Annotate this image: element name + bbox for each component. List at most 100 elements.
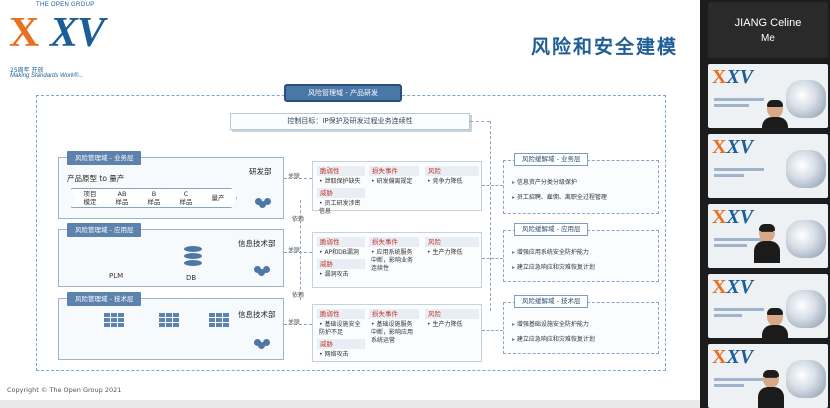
mitigation-item: 建立应急响应和灾难恢复计划	[512, 334, 595, 343]
vulnerability-column: 脆弱性 • AP和DB漏洞 威胁 • 漏洞攻击	[317, 237, 365, 279]
technical-layer-tag: 风险管理域 - 技术层	[67, 292, 142, 306]
participant-video-tile[interactable]: XXV	[708, 344, 828, 408]
process-step: 量产	[199, 188, 237, 208]
participant-video-tile[interactable]: XXV	[708, 134, 828, 198]
slide-title: 风险和安全建模	[530, 36, 678, 58]
risk-column: 风险 • 竞争力降低	[425, 166, 479, 186]
risk-header: 风险	[425, 166, 479, 176]
slide-lines	[714, 378, 764, 390]
vulnerability-header: 脆弱性	[317, 309, 365, 319]
crystal-image	[786, 290, 826, 328]
mini-logo: XXV	[712, 206, 754, 228]
mitigation-item: 建立应急响应和灾难恢复计划	[512, 262, 595, 271]
vulnerability-header: 脆弱性	[317, 237, 365, 247]
crystal-image	[786, 220, 826, 258]
database-icon	[184, 246, 202, 266]
mini-logo: XXV	[712, 66, 754, 88]
mitigation-business-tag: 风险缓解域 - 业务层	[514, 153, 589, 166]
mini-logo: XXV	[712, 346, 754, 368]
participant-avatar	[762, 308, 788, 338]
participant-avatar	[754, 224, 780, 263]
process-title: 产品原型 to 量产	[67, 174, 125, 183]
domain-pill: 风险管理域 - 产品研发	[284, 84, 402, 102]
mitigation-line	[482, 330, 503, 331]
risk-row: 脆弱性 • 基础设施安全防护不足 威胁 • 网络攻击 损失事件 • 基础设施服务…	[312, 304, 482, 362]
logo-org-text: THE OPEN GROUP	[36, 2, 95, 8]
application-layer-panel: 风险管理域 - 应用层 PLM DB 信息技术部	[58, 223, 284, 287]
threat-header: 威胁	[317, 339, 365, 349]
logo-x-mark: X	[9, 10, 40, 56]
relation-label: 关联	[288, 173, 301, 180]
mitigation-line	[482, 185, 503, 186]
loss-event-header: 损失事件	[369, 166, 419, 176]
technical-layer-panel: 风险管理域 - 技术层 信息技术部	[58, 292, 284, 360]
loss-event-column: 损失事件 • 应用系统服务中断，影响业务连续性	[369, 237, 419, 273]
crystal-image	[786, 80, 826, 118]
mitigation-technical-tag: 风险缓解域 - 技术层	[514, 295, 589, 308]
server-grid-icon	[209, 313, 229, 327]
mitigation-item: 增强应用系统安全防护能力	[512, 247, 589, 256]
it-dept-label: 信息技术部	[238, 239, 276, 248]
participant-avatar	[758, 370, 784, 408]
threat-header: 威胁	[317, 259, 365, 269]
xxv-logo: THE OPEN GROUP X XV 25周年 开放 Making Stand…	[6, 2, 116, 82]
relation-label: 关联	[288, 319, 301, 326]
dependency-label: 依赖	[292, 216, 305, 223]
goal-connector	[470, 121, 490, 122]
risk-header: 风险	[425, 237, 479, 247]
server-grid-icon	[159, 313, 179, 327]
logo-xv-mark: XV	[50, 10, 105, 56]
slide-lines	[714, 238, 764, 250]
threat-text: • 员工研发涉密信息	[319, 200, 361, 215]
slide-lines	[714, 168, 764, 180]
slide-bottom-bar	[0, 400, 700, 408]
relation-line	[284, 324, 312, 325]
people-icon	[254, 339, 270, 349]
risk-row: 脆弱性 • 泄取保护缺失 威胁 • 员工研发涉密信息 损失事件 • 研发偏离规定…	[312, 161, 482, 215]
db-label: DB	[186, 274, 197, 282]
process-step: 项目 模定	[71, 188, 109, 208]
logo-tagline: Making Standards Work®...	[10, 73, 84, 79]
self-subtitle: Me	[761, 33, 775, 44]
business-layer-panel: 风险管理域 - 业务层 产品原型 to 量产 项目 模定 AB 样品 B 样品 …	[58, 151, 284, 219]
risk-header: 风险	[425, 309, 479, 319]
loss-event-column: 损失事件 • 研发偏离规定	[369, 166, 419, 186]
risk-text: • 生产力降低	[427, 249, 463, 256]
goal-vconnector	[490, 121, 491, 311]
crystal-image	[786, 150, 826, 188]
relation-line	[284, 178, 312, 179]
process-step: B 样品	[135, 188, 173, 208]
relation-label: 关联	[288, 247, 301, 254]
server-grid-icon	[104, 313, 124, 327]
self-video-tile[interactable]: JIANG Celine Me	[708, 2, 828, 58]
risk-row: 脆弱性 • AP和DB漏洞 威胁 • 漏洞攻击 损失事件 • 应用系统服务中断，…	[312, 232, 482, 288]
self-name: JIANG Celine	[734, 17, 802, 29]
mitigation-line	[482, 258, 503, 259]
mitigation-application-panel: 风险缓解域 - 应用层 增强应用系统安全防护能力 建立应急响应和灾难恢复计划	[503, 223, 659, 282]
process-step: C 样品	[167, 188, 205, 208]
people-icon	[255, 198, 271, 208]
threat-text: • 网络攻击	[319, 351, 349, 358]
vulnerability-header: 脆弱性	[317, 166, 365, 176]
mitigation-item: 员工招聘、雇佣、离职全过程管理	[512, 192, 607, 201]
dependency-line	[300, 200, 301, 300]
vulnerability-column: 脆弱性 • 泄取保护缺失 威胁 • 员工研发涉密信息	[317, 166, 365, 216]
control-goal-box: 控制目标：IP保护及研发过程业务连续性	[230, 113, 470, 130]
participant-video-tile[interactable]: XXV	[708, 204, 828, 268]
loss-event-column: 损失事件 • 基础设施服务中断，影响应用系统运营	[369, 309, 419, 345]
participant-avatar	[762, 100, 788, 128]
loss-event-text: • 基础设施服务中断，影响应用系统运营	[371, 321, 414, 344]
loss-event-header: 损失事件	[369, 309, 419, 319]
mitigation-item: 信息资产分类分级保护	[512, 177, 577, 186]
process-step: AB 样品	[103, 188, 141, 208]
vulnerability-column: 脆弱性 • 基础设施安全防护不足 威胁 • 网络攻击	[317, 309, 365, 359]
dependency-label: 依赖	[292, 292, 305, 299]
participant-video-tile[interactable]: XXV	[708, 274, 828, 338]
mitigation-technical-panel: 风险缓解域 - 技术层 增强基础设施安全防护能力 建立应急响应和灾难恢复计划	[503, 295, 659, 354]
participant-video-tile[interactable]: XXV	[708, 64, 828, 128]
loss-event-text: • 应用系统服务中断，影响业务连续性	[371, 249, 414, 272]
risk-text: • 生产力降低	[427, 321, 463, 328]
plm-label: PLM	[109, 272, 124, 280]
mitigation-item: 增强基础设施安全防护能力	[512, 319, 589, 328]
